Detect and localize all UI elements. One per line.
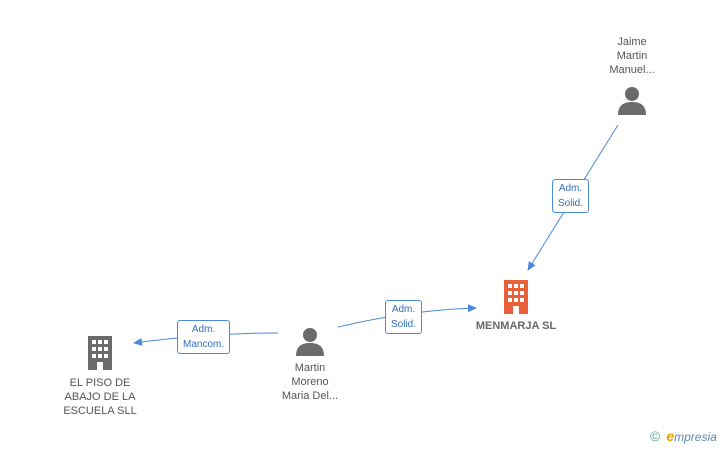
copyright-icon: © xyxy=(650,428,661,444)
edge-label-line: Adm. xyxy=(558,183,583,194)
person-name-line: Maria Del... xyxy=(281,390,339,402)
person-icon xyxy=(296,328,324,356)
edge-label-line: Mancom. xyxy=(183,339,225,350)
company-node-menmarja[interactable]: MENMARJA SL xyxy=(470,280,562,333)
person-node-martin[interactable]: Martin Moreno Maria Del... xyxy=(270,326,350,403)
person-node-jaime[interactable]: Jaime Martin Manuel... xyxy=(594,35,670,115)
person-name-line: Jaime xyxy=(617,36,647,48)
edge-label-line: Solid. xyxy=(391,319,417,330)
edge-label-jaime-menmarja[interactable]: Adm. Solid. xyxy=(552,179,590,213)
brand-logo: empresia xyxy=(666,428,716,444)
company-name-line: ESCUELA SLL xyxy=(63,405,137,417)
edge-label-martin-piso[interactable]: Adm. Mancom. xyxy=(177,320,231,354)
edge-label-line: Adm. xyxy=(391,304,416,315)
edge-label-line: Adm. xyxy=(191,324,216,335)
company-name-line: ABAJO DE LA xyxy=(64,391,136,403)
company-name-line: EL PISO DE xyxy=(69,377,131,389)
brand-logo-e: e xyxy=(666,428,675,444)
company-name: MENMARJA SL xyxy=(475,320,557,332)
building-icon xyxy=(88,336,112,370)
building-icon xyxy=(504,280,528,314)
brand-logo-text: mpresia xyxy=(674,430,717,444)
person-name-line: Moreno xyxy=(291,376,329,388)
person-icon xyxy=(618,87,646,115)
edge-label-line: Solid. xyxy=(558,198,584,209)
person-name-line: Martin xyxy=(616,50,648,62)
person-name-line: Manuel... xyxy=(609,64,655,76)
edge-label-martin-menmarja[interactable]: Adm. Solid. xyxy=(385,300,423,334)
brand-watermark: © empresia xyxy=(650,428,717,444)
company-node-el-piso[interactable]: EL PISO DE ABAJO DE LA ESCUELA SLL xyxy=(55,336,145,418)
person-name-line: Martin xyxy=(294,362,326,374)
